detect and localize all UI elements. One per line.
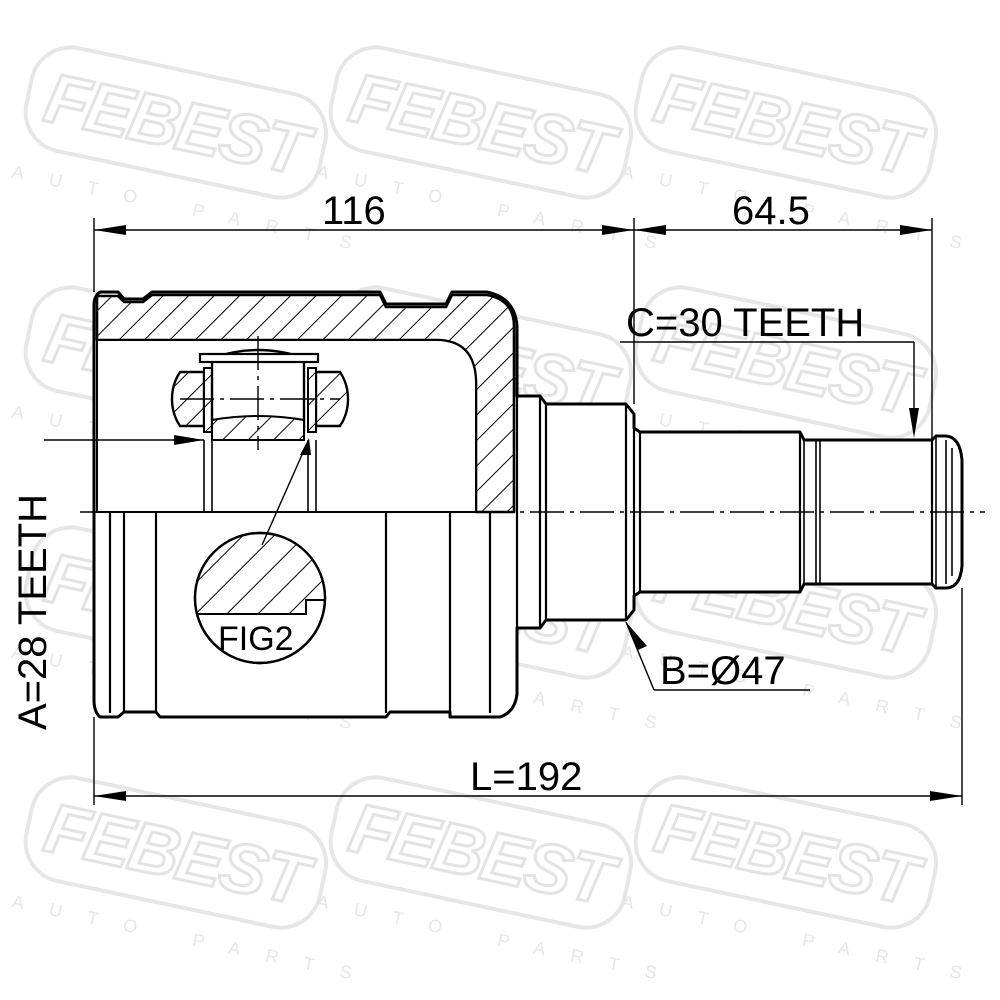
teeth-a-label: A=28 TEETH bbox=[11, 494, 55, 730]
watermark-logo: FEBEST AUTO PARTS bbox=[10, 775, 379, 988]
arrow bbox=[626, 622, 647, 650]
arrow bbox=[94, 791, 126, 801]
fig2-leader-arrow bbox=[300, 438, 311, 455]
watermark-logo: FEBEST AUTO PARTS bbox=[620, 45, 989, 258]
watermark-brand: FEBEST bbox=[343, 58, 625, 191]
arrow bbox=[900, 225, 932, 235]
dimension-layer: 116 64.5 C=30 TEETH A=28 TEETH B=Ø47 L=1… bbox=[11, 189, 963, 805]
dia-b-label: B=Ø47 bbox=[660, 649, 786, 693]
watermark-logo: FEBEST AUTO PARTS bbox=[620, 775, 989, 988]
needle-right bbox=[307, 367, 317, 433]
fig2-detail: FIG2 bbox=[193, 438, 327, 665]
fig2-leader bbox=[261, 447, 306, 546]
watermark-brand: FEBEST bbox=[38, 788, 320, 921]
watermark-logo: FEBEST AUTO PARTS bbox=[315, 775, 684, 988]
arrow bbox=[634, 225, 666, 235]
length-label: L=192 bbox=[470, 755, 582, 799]
watermark-brand: FEBEST bbox=[38, 58, 320, 191]
fig2-label: FIG2 bbox=[218, 620, 294, 658]
arrow bbox=[930, 791, 962, 801]
watermark-brand: FEBEST bbox=[648, 788, 930, 921]
watermark-brand: FEBEST bbox=[648, 58, 930, 191]
watermark-brand: FEBEST bbox=[343, 788, 625, 921]
arrow bbox=[909, 408, 919, 438]
arrow bbox=[94, 225, 126, 235]
arrow bbox=[602, 225, 634, 235]
dia-b-leader bbox=[625, 621, 655, 691]
dim-64-label: 64.5 bbox=[732, 189, 810, 233]
fig2-section-hatch bbox=[195, 533, 325, 615]
teeth-c-label: C=30 TEETH bbox=[626, 301, 864, 345]
arrow bbox=[174, 435, 204, 445]
trunnion-cap bbox=[198, 352, 320, 364]
dim-116-label: 116 bbox=[322, 189, 386, 233]
